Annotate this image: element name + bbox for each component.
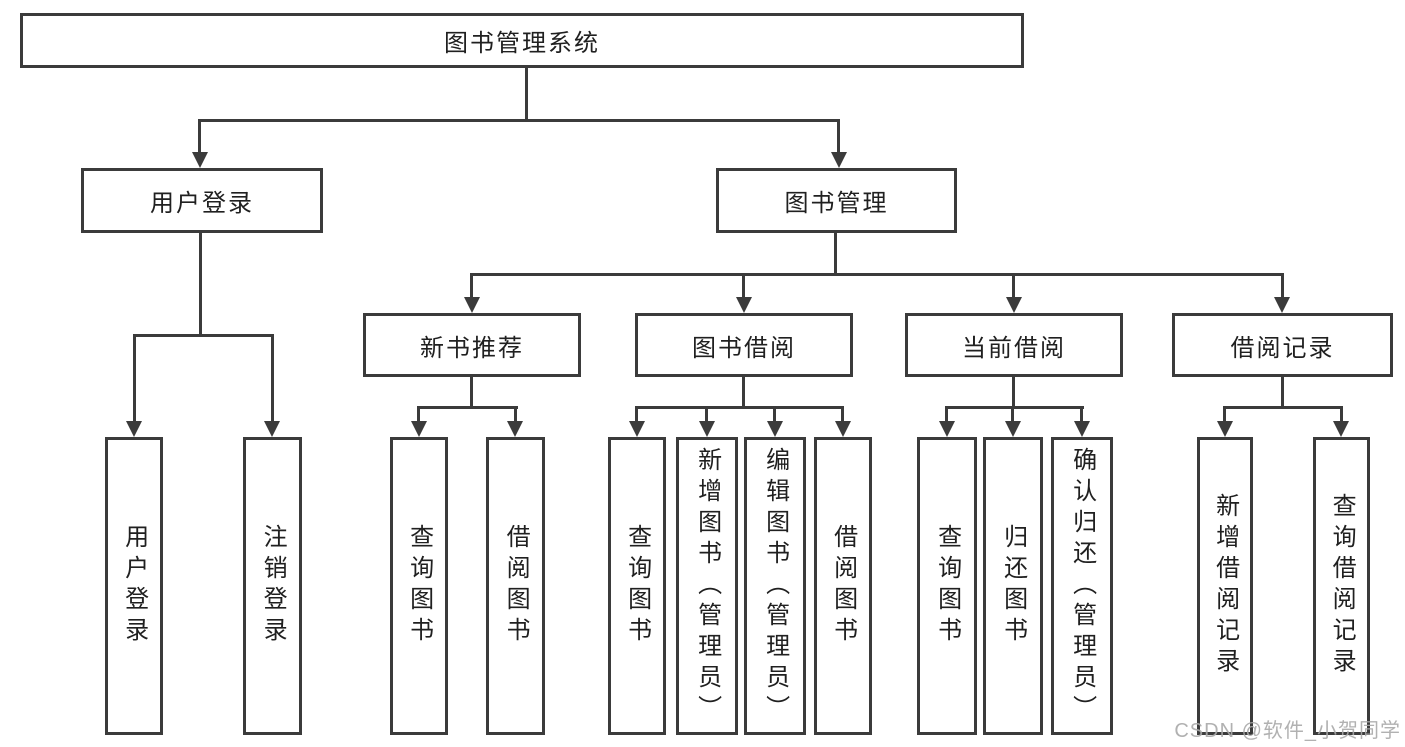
node-book-borrowing-label: 图书借阅 [692, 334, 796, 362]
arrow-down-icon [464, 297, 480, 313]
node-library-system: 图书管理系统 [20, 13, 1024, 68]
connector-line [417, 406, 518, 409]
csdn-watermark: CSDN @软件_小贺同学 [1174, 720, 1401, 742]
arrow-down-icon [192, 152, 208, 168]
arrow-down-icon [831, 152, 847, 168]
leaf-confirm-return-admin-label: 确认归还（管理员） [1068, 446, 1096, 726]
leaf-logout-label: 注销登录 [259, 524, 287, 648]
connector-line [945, 406, 1084, 409]
connector-line [945, 406, 948, 423]
arrow-down-icon [699, 421, 715, 437]
leaf-user-login-label: 用户登录 [120, 524, 148, 648]
leaf-query-books-borrowing: 查询图书 [608, 437, 666, 735]
arrow-down-icon [1274, 297, 1290, 313]
leaf-edit-books-admin-label: 编辑图书（管理员） [761, 446, 789, 726]
node-book-management-label: 图书管理 [784, 190, 889, 217]
leaf-query-borrow-record: 查询借阅记录 [1313, 437, 1370, 735]
node-book-borrowing: 图书借阅 [635, 313, 853, 377]
leaf-query-books-current: 查询图书 [917, 437, 977, 735]
node-user-login-label: 用户登录 [150, 190, 254, 217]
arrow-down-icon [264, 421, 280, 437]
leaf-return-books-label: 归还图书 [999, 524, 1027, 648]
leaf-query-books-recommend-label: 查询图书 [405, 524, 433, 648]
connector-line [1011, 406, 1014, 423]
connector-line [742, 273, 745, 299]
connector-line [1281, 377, 1284, 408]
connector-line [635, 406, 844, 409]
leaf-borrow-books-recommend: 借阅图书 [486, 437, 545, 735]
node-new-book-recommend-label: 新书推荐 [420, 334, 524, 362]
connector-line [705, 406, 708, 423]
leaf-query-books-current-label: 查询图书 [933, 524, 961, 648]
connector-line [742, 377, 745, 408]
node-borrowing-records-label: 借阅记录 [1230, 334, 1335, 362]
connector-line [837, 119, 840, 154]
connector-line [841, 406, 844, 423]
leaf-logout: 注销登录 [243, 437, 302, 735]
arrow-down-icon [1006, 297, 1022, 313]
connector-line [1281, 273, 1284, 299]
arrow-down-icon [939, 421, 955, 437]
leaf-add-books-admin-label: 新增图书（管理员） [693, 446, 721, 726]
arrow-down-icon [767, 421, 783, 437]
node-new-book-recommend: 新书推荐 [363, 313, 581, 377]
leaf-edit-books-admin: 编辑图书（管理员） [744, 437, 806, 735]
arrow-down-icon [835, 421, 851, 437]
connector-line [1223, 406, 1226, 423]
connector-line [198, 119, 201, 154]
leaf-add-borrow-record: 新增借阅记录 [1197, 437, 1253, 735]
connector-line [133, 334, 274, 337]
arrow-down-icon [1333, 421, 1349, 437]
arrow-down-icon [736, 297, 752, 313]
arrow-down-icon [629, 421, 645, 437]
connector-line [525, 68, 528, 121]
connector-line [1012, 377, 1015, 408]
leaf-query-books-recommend: 查询图书 [390, 437, 448, 735]
leaf-query-books-borrowing-label: 查询图书 [623, 524, 651, 648]
leaf-query-borrow-record-label: 查询借阅记录 [1328, 493, 1356, 679]
node-user-login: 用户登录 [81, 168, 323, 233]
leaf-borrow-books-borrowing-label: 借阅图书 [829, 524, 857, 648]
node-book-management: 图书管理 [716, 168, 957, 233]
connector-line [773, 406, 776, 423]
leaf-add-books-admin: 新增图书（管理员） [676, 437, 738, 735]
node-current-borrowing-label: 当前借阅 [962, 334, 1066, 362]
connector-line [514, 406, 517, 423]
connector-line [635, 406, 638, 423]
node-library-system-label: 图书管理系统 [444, 30, 600, 57]
connector-line [198, 119, 840, 122]
node-current-borrowing: 当前借阅 [905, 313, 1123, 377]
connector-line [1223, 406, 1343, 409]
arrow-down-icon [507, 421, 523, 437]
connector-line [834, 233, 837, 275]
connector-line [133, 334, 136, 423]
connector-line [470, 273, 1284, 276]
leaf-confirm-return-admin: 确认归还（管理员） [1051, 437, 1113, 735]
arrow-down-icon [1074, 421, 1090, 437]
leaf-add-borrow-record-label: 新增借阅记录 [1211, 493, 1239, 679]
arrow-down-icon [126, 421, 142, 437]
connector-line [470, 273, 473, 299]
connector-line [271, 334, 274, 423]
connector-line [417, 406, 420, 423]
connector-line [199, 233, 202, 336]
leaf-return-books: 归还图书 [983, 437, 1043, 735]
arrow-down-icon [1217, 421, 1233, 437]
leaf-borrow-books-recommend-label: 借阅图书 [502, 524, 530, 648]
node-borrowing-records: 借阅记录 [1172, 313, 1393, 377]
leaf-user-login: 用户登录 [105, 437, 163, 735]
connector-line [470, 377, 473, 408]
arrow-down-icon [411, 421, 427, 437]
connector-line [1012, 273, 1015, 299]
leaf-borrow-books-borrowing: 借阅图书 [814, 437, 872, 735]
connector-line [1080, 406, 1083, 423]
arrow-down-icon [1005, 421, 1021, 437]
connector-line [1340, 406, 1343, 423]
